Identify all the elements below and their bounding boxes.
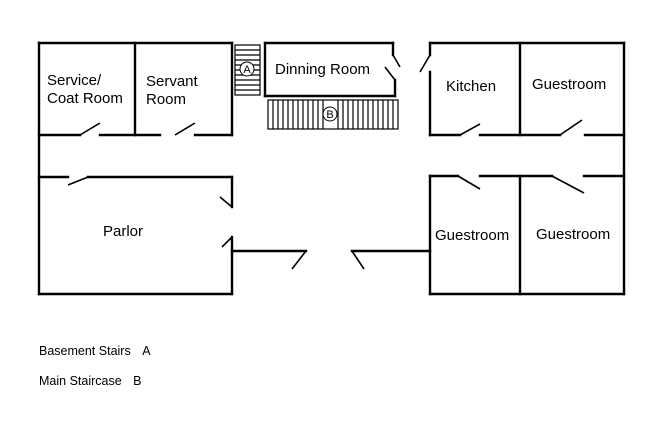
room-label-servant-room-line1: Servant [146,73,199,90]
room-label-kitchen: Kitchen [446,78,496,95]
room-label-guestroom-top-right: Guestroom [532,76,606,93]
legend-item-main-staircase: Main Staircase B [39,374,142,388]
main-staircase: B [267,99,399,130]
room-label-guestroom-bottom-left: Guestroom [435,227,509,244]
room-labels: Service/ Coat Room Servant Room Dinning … [47,61,610,244]
legend-item-basement-stairs: Basement Stairs A [39,344,151,358]
room-label-service-coat-room-line2: Coat Room [47,90,123,107]
legend-key: A [142,344,151,358]
basement-stairs-marker [239,61,255,77]
room-label-parlor: Parlor [103,223,143,240]
legend-label: Main Staircase [39,374,122,388]
room-label-service-coat-room-line1: Service/ [47,72,102,89]
doors [67,54,585,270]
room-label-servant-room-line2: Room [146,91,186,108]
legend-key: B [133,374,142,388]
room-label-guestroom-bottom-right: Guestroom [536,226,610,243]
walls [37,41,626,296]
main-staircase-marker-label: B [326,109,333,121]
basement-stairs-marker-label: A [243,64,251,76]
legend-label: Basement Stairs [39,344,131,358]
room-label-dinning-room: Dinning Room [275,61,370,78]
basement-stairs: A [234,44,261,96]
main-staircase-marker [322,106,338,122]
